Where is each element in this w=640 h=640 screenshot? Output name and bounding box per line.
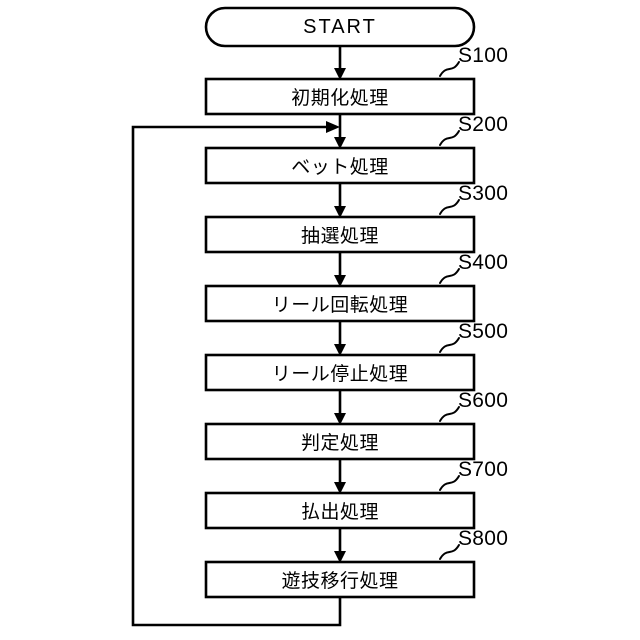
terminal-start-shape xyxy=(204,6,476,48)
leader-line-s500 xyxy=(439,337,460,353)
arrowhead-s200 xyxy=(334,137,346,149)
leader-line-s700 xyxy=(439,475,460,491)
leader-line-s300 xyxy=(439,199,460,215)
loop-return-path xyxy=(131,125,342,627)
arrowhead-s100 xyxy=(334,68,346,80)
node-box-s800 xyxy=(204,560,476,599)
node-box-s600 xyxy=(204,422,476,461)
arrowhead-s500 xyxy=(334,344,346,356)
arrowhead-s700 xyxy=(334,482,346,494)
node-box-s100 xyxy=(204,77,476,116)
arrowhead-s600 xyxy=(334,413,346,425)
leader-line-s100 xyxy=(439,61,460,77)
leader-line-s800 xyxy=(439,544,460,560)
arrowhead-s400 xyxy=(334,275,346,287)
arrowhead-s300 xyxy=(334,206,346,218)
node-box-s400 xyxy=(204,284,476,323)
node-box-s700 xyxy=(204,491,476,530)
leader-line-s600 xyxy=(439,406,460,422)
arrowhead-s800 xyxy=(334,551,346,563)
leader-line-s200 xyxy=(439,130,460,146)
node-box-s300 xyxy=(204,215,476,254)
arrowhead-loop-return xyxy=(326,121,340,133)
node-box-s200 xyxy=(204,146,476,185)
leader-line-s400 xyxy=(439,268,460,284)
node-box-s500 xyxy=(204,353,476,392)
